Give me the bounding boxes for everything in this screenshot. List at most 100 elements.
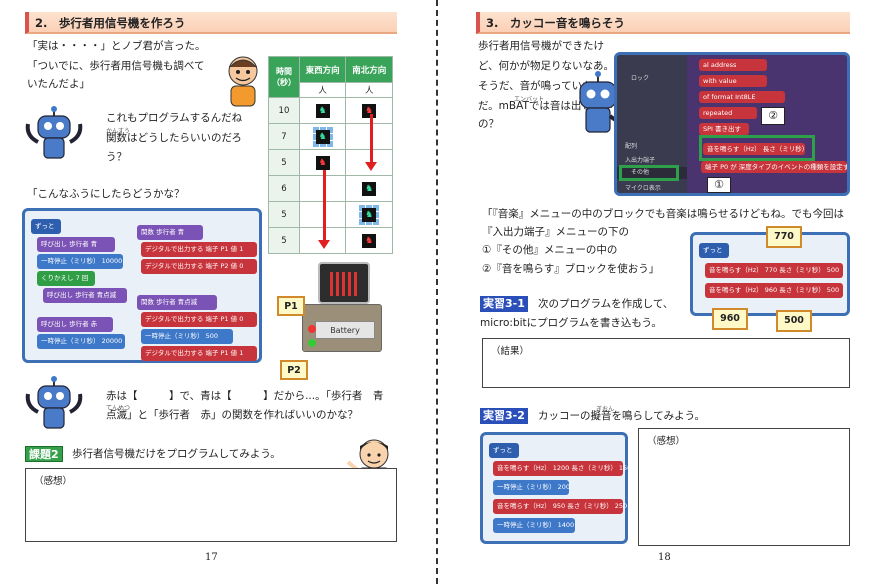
table-header-time: 時間（秒）: [268, 56, 300, 98]
paragraph-line: 「『音楽』メニューの中のブロックでも音楽は鳴らせるけどもね。でも今回は: [482, 208, 845, 220]
table-header-northsouth: 南北方向: [345, 56, 393, 83]
exercise-text: 次のプログラムを作成して、: [538, 298, 674, 310]
pause-block: 一時停止（ミリ秒） 200: [493, 480, 570, 495]
walk-blink-icon: ♞: [359, 204, 380, 225]
highlight-box: [619, 165, 679, 181]
paragraph-line: ②『音を鳴らす』ブロックを使おう」: [482, 263, 660, 275]
menu-item-other[interactable]: その他: [617, 167, 687, 179]
text-line: 「ついでに、歩行者用信号機も調べて: [27, 60, 205, 72]
robot-line: う？: [106, 151, 127, 163]
right-page: 3. カッコー音を鳴らそう 歩行者用信号機ができたけ ど、何かが物足りないなあ。…: [436, 0, 872, 584]
menu-screenshot: ロック 配列 入出力端子 その他 マイクロ表示 al address with …: [614, 52, 850, 196]
duration-arrow: [323, 170, 326, 242]
code-block: デジタルで出力する 端子 P1 値 1: [141, 242, 257, 257]
walk-blink-icon: ♞: [312, 126, 333, 147]
left-page: 2. 歩行者用信号機を作ろう 「実は・・・・」とノブ君が言った。 「ついでに、歩…: [22, 12, 397, 563]
impression-box[interactable]: （感想）: [25, 468, 397, 542]
robot-line: これもプログラムするんだね: [106, 112, 243, 124]
tone-block: 音を鳴らす（Hz） 1200 長さ（ミリ秒） 150: [493, 461, 631, 476]
code-block: al address: [699, 59, 767, 71]
red-led-icon: [308, 325, 316, 333]
menu-item[interactable]: 配列: [625, 143, 638, 150]
callout-960: 960: [712, 308, 748, 330]
led-matrix: [330, 272, 360, 296]
marker-2: ②: [761, 107, 785, 125]
exercise-badge: 実習3-2: [480, 408, 528, 424]
duration-arrow: [370, 114, 373, 164]
code-screenshot: ずっと 呼び出し 歩行者 青 一時停止（ミリ秒） 10000 くりかえし 7 回…: [22, 208, 262, 363]
code-block: with value: [699, 75, 767, 87]
text-line: の？: [478, 118, 499, 130]
marker-1: ①: [707, 177, 731, 193]
code-block: of format Int8LE: [699, 91, 785, 103]
tone-block: 音を鳴らす（Hz） 960 長さ（ミリ秒） 500: [705, 283, 843, 298]
code-block: repeated: [699, 107, 757, 119]
highlight-box: [699, 135, 815, 161]
table-subheader: 人: [345, 82, 393, 98]
text-line: いたんだよ」: [27, 78, 90, 90]
code-block: デジタルで出力する 端子 P2 値 0: [141, 259, 257, 274]
boy-character-icon: [228, 56, 258, 107]
table-row: 10♞♞: [268, 97, 393, 124]
task-badge: 課題2: [25, 446, 63, 462]
ruby-text: エンバット: [514, 96, 545, 103]
section-title: 3. カッコー音を鳴らそう: [476, 12, 850, 34]
table-header-eastwest: 東西方向: [298, 56, 347, 83]
walk-green-icon: ♞: [315, 103, 330, 118]
impression-box[interactable]: （感想）: [638, 428, 850, 546]
table-time-cell: 6: [268, 175, 300, 202]
ruby-text: かんすう: [106, 128, 130, 135]
code-block: 一時停止（ミリ秒） 10000: [37, 254, 123, 269]
table-row: 6♞: [268, 175, 393, 202]
table-row: 7♞: [268, 123, 393, 150]
code-block: 関数 歩行者 青点滅: [137, 295, 217, 310]
code-block: 呼び出し 歩行者 青: [37, 237, 115, 252]
robot-character-icon: [25, 376, 83, 429]
table-time-cell: 5: [268, 227, 300, 254]
menu-item[interactable]: ロック: [631, 75, 650, 82]
code-block: 一時停止（ミリ秒） 500: [141, 329, 233, 344]
table-row: 5♞: [268, 149, 393, 176]
battery-unit: Battery: [302, 304, 382, 352]
code-block: 端子 P0 が 深度タイプのイベントの種類を設定する 変化: [701, 161, 847, 173]
tone-block: 音を鳴らす（Hz） 長さ（ミリ秒）: [703, 143, 808, 155]
table-row: 5♞: [268, 201, 393, 228]
arrow-head-icon: [318, 240, 330, 249]
walk-green-icon: ♞: [362, 181, 377, 196]
paragraph-line: ①『その他』メニューの中の: [482, 244, 618, 256]
code-block: 呼び出し 歩行者 赤: [37, 317, 113, 332]
result-label: （結果）: [491, 346, 530, 357]
code-block: 一時停止（ミリ秒） 20000: [37, 334, 125, 349]
stop-red-icon: ♞: [362, 233, 377, 248]
cuckoo-code-screenshot: ずっと 音を鳴らす（Hz） 1200 長さ（ミリ秒） 150 一時停止（ミリ秒）…: [480, 432, 631, 544]
page-number: 18: [658, 552, 671, 563]
code-block: 呼び出し 歩行者 青点滅: [43, 288, 127, 303]
robot-line: 関数はどうしたらいいのだろ: [106, 132, 242, 144]
impression-label: （感想）: [647, 436, 686, 447]
table-time-cell: 10: [268, 97, 300, 124]
microbit-board: [318, 262, 370, 304]
result-box[interactable]: （結果）: [482, 338, 850, 388]
menu-item[interactable]: 入出力端子: [625, 157, 656, 164]
task-text: 歩行者信号機だけをプログラムしてみよう。: [72, 448, 281, 460]
fill-in-sentence: 赤は【 】で、青は【 】だから...。「歩行者 青: [106, 390, 384, 402]
ruby-text: ぎおん: [596, 406, 615, 413]
pause-block: 一時停止（ミリ秒） 1400: [493, 518, 575, 533]
exercise-badge: 実習3-1: [480, 296, 528, 312]
text-line: そうだ、音が鳴っていたん: [478, 80, 604, 92]
section-title: 2. 歩行者用信号機を作ろう: [25, 12, 397, 34]
callout-500: 500: [776, 310, 812, 332]
code-block: デジタルで出力する 端子 P1 値 0: [141, 312, 257, 327]
menu-item[interactable]: マイクロ表示: [625, 185, 661, 192]
exercise-text: カッコーの擬音を鳴らしてみよう。: [538, 410, 706, 422]
text-line: 歩行者用信号機ができたけ: [478, 40, 604, 52]
stop-red-icon: ♞: [315, 155, 330, 170]
table-time-cell: 5: [268, 201, 300, 228]
text-line: ど、何かが物足りないなあ。: [478, 60, 614, 72]
table-time-cell: 7: [268, 123, 300, 150]
code-block: ずっと: [699, 243, 729, 258]
exercise-text: micro:bitにプログラムを書き込もう。: [480, 317, 662, 329]
tone-block: 音を鳴らす（Hz） 770 長さ（ミリ秒） 500: [705, 263, 843, 278]
green-led-icon: [308, 339, 316, 347]
callout-p2: P2: [280, 360, 308, 380]
